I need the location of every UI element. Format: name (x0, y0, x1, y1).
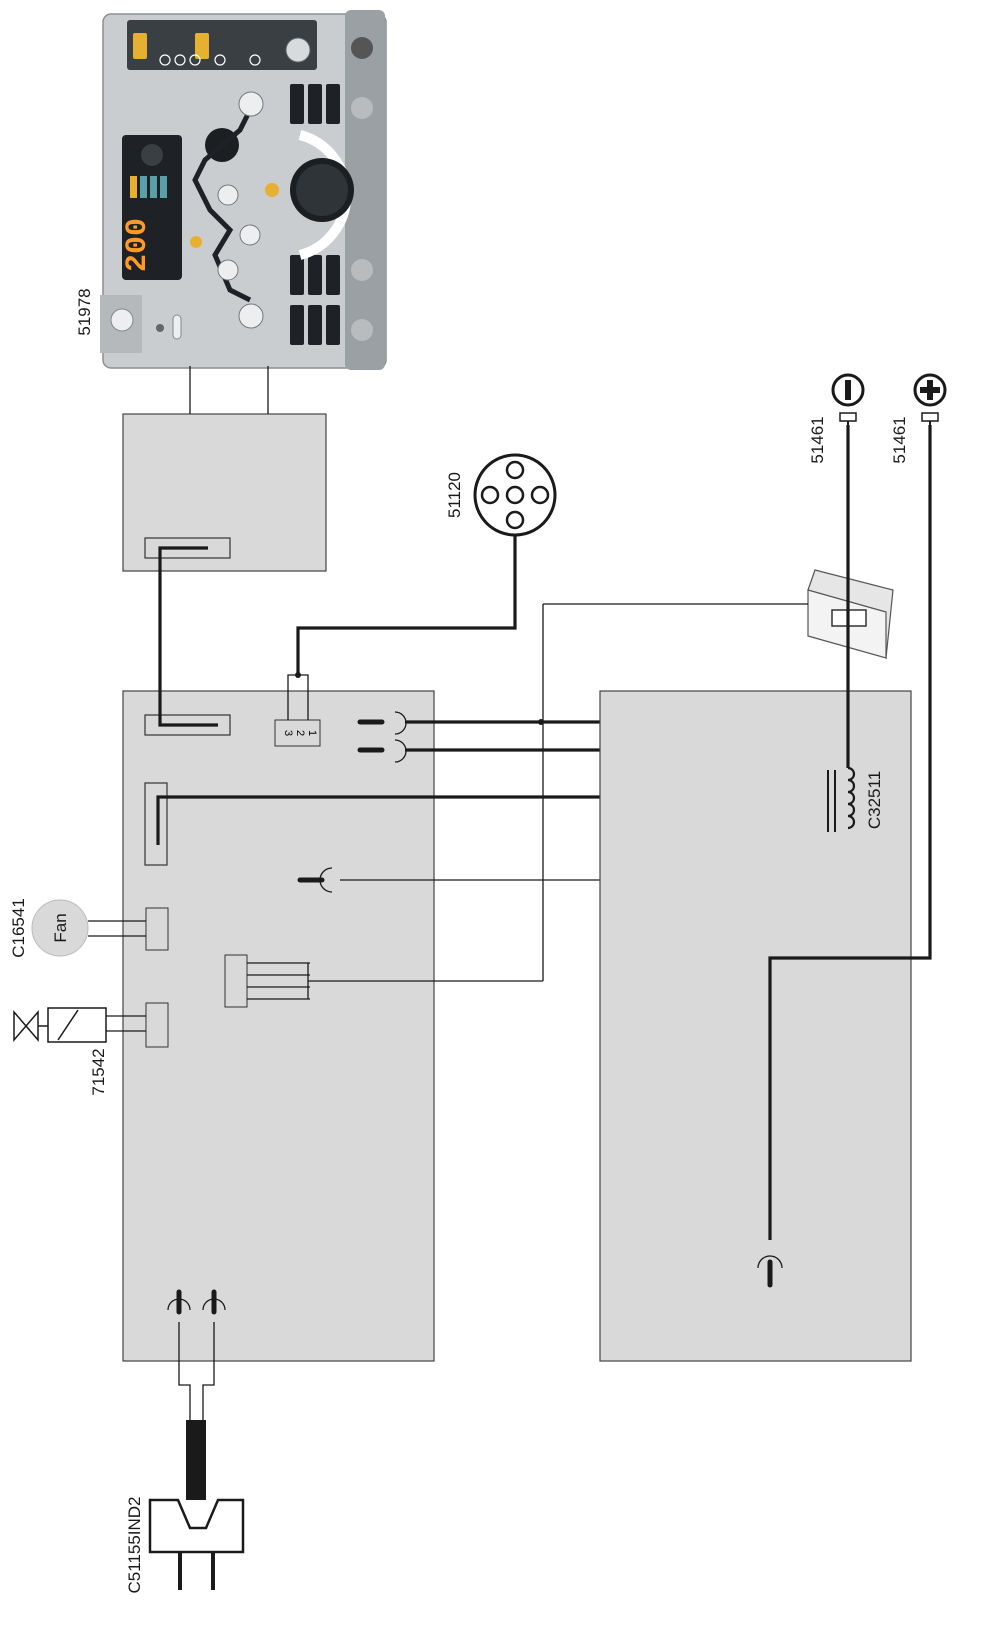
label-control-panel: 51978 (75, 288, 94, 335)
power-plug (148, 1498, 245, 1590)
connector-pin-1: 1 (306, 730, 318, 736)
label-terminal-positive: 51461 (890, 416, 909, 463)
negative-symbol-icon (831, 373, 865, 407)
fan-connector (88, 907, 169, 951)
terminal-positive (921, 412, 939, 428)
connector-4pin (224, 604, 544, 1008)
label-gas-socket: 51120 (445, 472, 464, 518)
display-readout: 200 (121, 218, 155, 272)
valve-connector (105, 1002, 169, 1048)
fan: Fan (31, 899, 89, 957)
label-power-plug: C51155IND2 (125, 1496, 144, 1593)
inverter-board (599, 690, 912, 1362)
label-transformer: C32511 (865, 771, 884, 829)
connector-pin-2: 2 (294, 730, 306, 736)
fan-text: Fan (51, 913, 70, 942)
transformer (827, 766, 856, 832)
connector-3pin: 3 2 1 (274, 719, 321, 747)
gas-socket (473, 453, 557, 537)
connector-pin-3: 3 (282, 730, 294, 736)
label-valve-code: 71542 (89, 1048, 108, 1095)
power-board (122, 690, 435, 1362)
terminal-negative (839, 412, 857, 428)
positive-symbol-icon (913, 373, 947, 407)
label-terminal-negative: 51461 (808, 416, 827, 463)
current-sensor (807, 569, 894, 660)
control-panel: 200 (100, 10, 387, 370)
label-fan-code: C16541 (9, 898, 28, 958)
solenoid-valve (13, 1007, 107, 1043)
